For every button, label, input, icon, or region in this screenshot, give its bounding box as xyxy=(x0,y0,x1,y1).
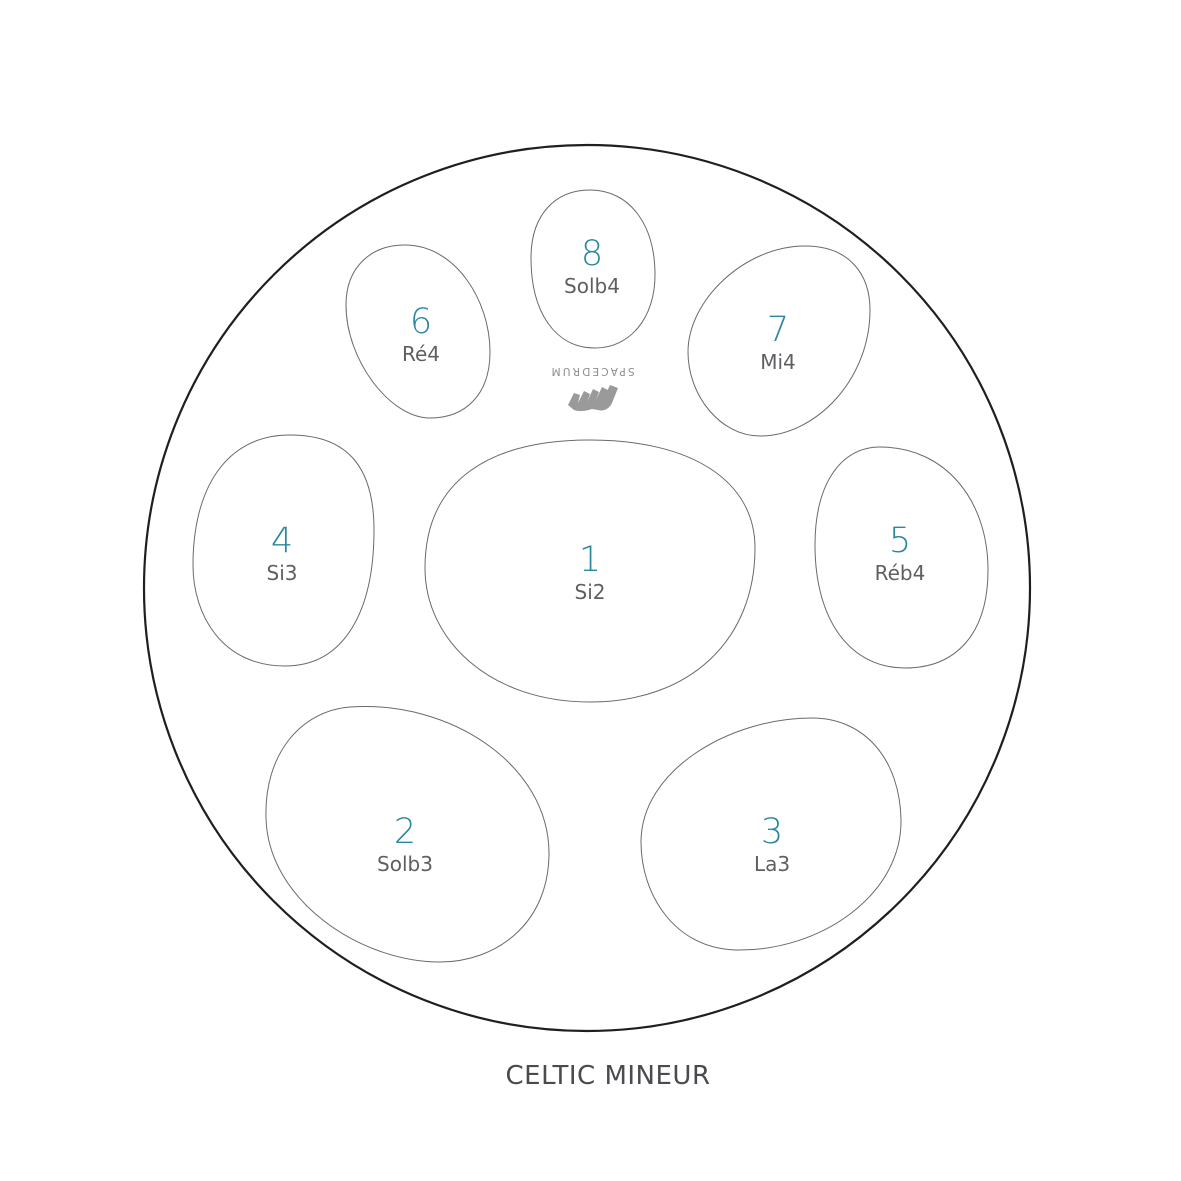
note-number-2: 2 xyxy=(394,812,416,852)
note-field-1[interactable]: 1 Si2 xyxy=(424,439,756,703)
note-name-2: Solb3 xyxy=(377,852,433,876)
note-field-3[interactable]: 3 La3 xyxy=(640,717,902,951)
note-field-6-shape xyxy=(345,244,491,419)
note-number-8: 8 xyxy=(581,234,603,274)
note-name-6: Ré4 xyxy=(402,342,440,366)
note-name-8: Solb4 xyxy=(564,274,620,298)
note-field-7[interactable]: 7 Mi4 xyxy=(687,245,871,437)
note-name-5: Réb4 xyxy=(875,561,926,585)
note-name-7: Mi4 xyxy=(760,350,796,374)
note-field-7-shape xyxy=(687,245,871,437)
note-field-3-shape xyxy=(640,717,902,951)
note-number-7: 7 xyxy=(767,310,789,350)
spacedrum-logo-icon xyxy=(568,385,618,412)
note-number-5: 5 xyxy=(889,521,911,561)
note-number-1: 1 xyxy=(579,540,601,580)
note-field-5[interactable]: 5 Réb4 xyxy=(814,446,989,669)
note-number-6: 6 xyxy=(410,302,432,342)
brand-wordmark: SPACEDRUM xyxy=(549,365,634,377)
note-field-2-shape xyxy=(265,705,550,963)
note-field-2[interactable]: 2 Solb3 xyxy=(265,705,550,963)
scale-title: CELTIC MINEUR xyxy=(505,1061,710,1091)
note-name-1: Si2 xyxy=(575,580,606,604)
note-field-4[interactable]: 4 Si3 xyxy=(192,434,375,667)
note-field-8-shape xyxy=(530,189,656,349)
note-field-6[interactable]: 6 Ré4 xyxy=(345,244,491,419)
note-field-5-shape xyxy=(814,446,989,669)
note-number-4: 4 xyxy=(271,521,293,561)
note-field-4-shape xyxy=(192,434,375,667)
note-field-8[interactable]: 8 Solb4 xyxy=(530,189,656,349)
note-name-4: Si3 xyxy=(267,561,298,585)
note-name-3: La3 xyxy=(754,852,790,876)
note-field-1-shape xyxy=(424,439,756,703)
note-number-3: 3 xyxy=(761,812,783,852)
